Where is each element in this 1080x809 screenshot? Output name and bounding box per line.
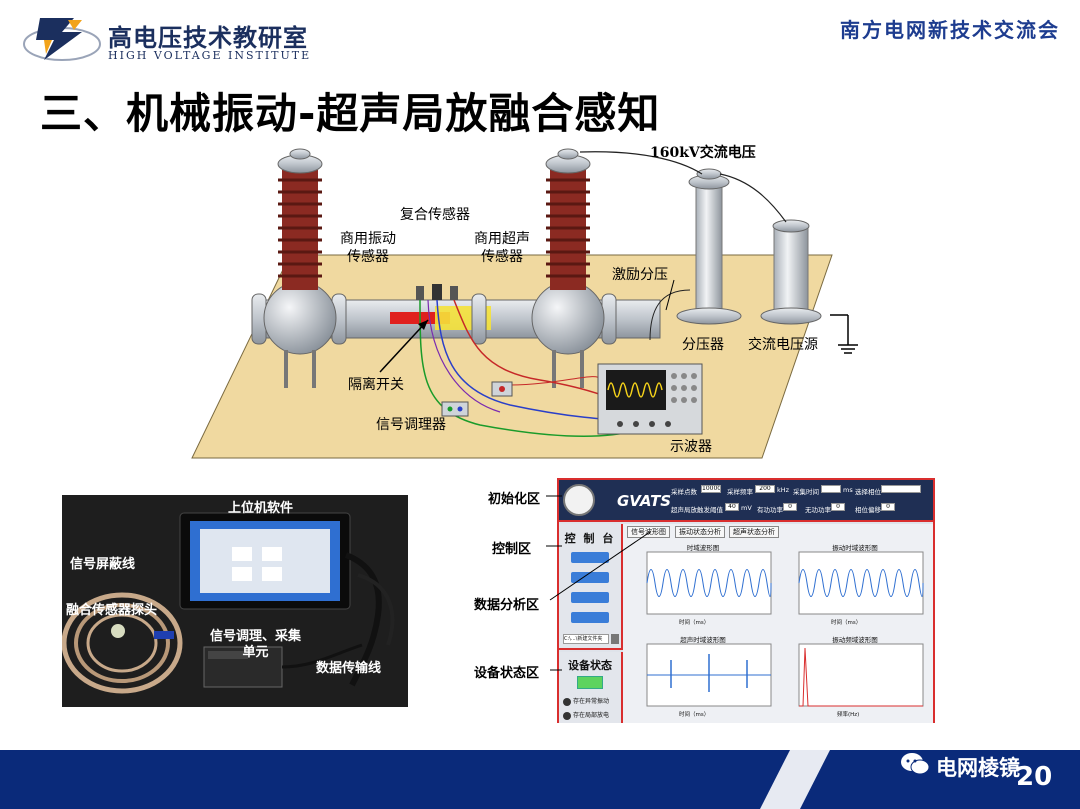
indicator-vibration: 存在异常振动: [563, 696, 609, 706]
plot-xlabel: 时间（ms）: [679, 620, 710, 626]
sample-rate-input[interactable]: 200: [755, 485, 775, 493]
status-led: [577, 676, 603, 689]
phase-label: 选择相位: [855, 488, 881, 496]
footer-band: [0, 750, 1080, 809]
sample-points-label: 采样点数: [671, 488, 697, 496]
status-area: 设备状态 存在异常振动 存在局部放电: [559, 652, 623, 723]
institute-logo: 高电压技术教研室 HIGH VOLTAGE INSTITUTE: [22, 8, 309, 70]
logo-chinese-text: 高电压技术教研室: [108, 24, 308, 52]
test-setup-diagram: 160kV交流电压 复合传感器 商用振动 传感器 商用超声 传感器 激励分压 隔…: [180, 140, 880, 470]
status-title: 设备状态: [568, 659, 612, 672]
plot-title: 振动时域波形图: [832, 544, 878, 552]
sample-rate-unit: kHz: [777, 486, 790, 494]
voltage-divider-label: 分压器: [682, 337, 724, 353]
oscilloscope-label: 示波器: [670, 439, 712, 455]
plot-time-domain: 时域波形图 时间（ms）: [629, 542, 777, 630]
spectrum-plot: [798, 643, 924, 707]
wechat-icon: [901, 753, 930, 775]
page-number: 20: [1016, 762, 1053, 792]
plot-vibration-time: 振动时域波形图 时间（ms）: [781, 542, 929, 630]
plot-xlabel: 频率(Hz): [837, 712, 860, 718]
sample-time-label: 采集时间: [793, 488, 819, 496]
tab-ultrasonic-analysis[interactable]: 超声状态分析: [729, 526, 779, 538]
control-area-label: 控制区: [492, 542, 532, 557]
composite-sensor-label: 复合传感器: [400, 207, 470, 223]
app-title: GVATS: [617, 492, 672, 510]
sample-points-input[interactable]: 10000: [701, 485, 721, 493]
institute-logo-icon: [23, 18, 101, 61]
ultrasonic-sensor-label: 商用超声 传感器: [474, 231, 530, 265]
plot-title: 超声时域波形图: [680, 636, 726, 644]
threshold-unit: mV: [741, 504, 752, 512]
wechat-account-name: 电网棱镜: [936, 756, 1020, 780]
phase-offset-input[interactable]: 0: [881, 503, 895, 511]
probe-label: 融合传感器探头: [66, 603, 158, 618]
save-button[interactable]: [571, 612, 609, 623]
host-software-label: 上位机软件: [228, 501, 294, 516]
conference-title: 南方电网新技术交流会: [840, 18, 1060, 42]
tab-vibration-analysis[interactable]: 振动状态分析: [675, 526, 725, 538]
voltage-label: 160kV交流电压: [650, 145, 756, 161]
shield-cable-label: 信号屏蔽线: [70, 557, 136, 572]
vibration-sensor-label: 商用振动 传感器: [340, 231, 396, 265]
control-area: 控 制 台 C:\...\新建文件夹: [559, 524, 623, 650]
data-cable-label: 数据传输线: [316, 661, 382, 676]
control-title: 控 制 台: [564, 532, 616, 545]
phase-select[interactable]: [881, 485, 921, 493]
hardware-photo: 上位机软件 信号屏蔽线 融合传感器探头 信号调理、采集 单元 数据传输线: [62, 495, 408, 707]
plot-xlabel: 时间（ms）: [831, 620, 862, 626]
indicator-light-icon: [563, 711, 571, 720]
indicator-light-icon: [563, 697, 571, 706]
plot-title: 振动频域波形图: [832, 636, 878, 644]
sine-wave-plot: [798, 551, 924, 615]
software-panel: 初始化区 控制区 数据分析区 设备状态区 GVATS 采样点数 10000 采样…: [470, 470, 940, 730]
start-button[interactable]: [571, 552, 609, 563]
folder-browse-icon[interactable]: [611, 634, 619, 644]
plot-title: 时域波形图: [686, 544, 720, 552]
indicator-discharge: 存在局部放电: [563, 710, 609, 720]
save-path-input[interactable]: C:\...\新建文件夹: [563, 634, 609, 644]
signal-conditioner-label: 信号调理器: [376, 417, 446, 433]
ac-source-label: 交流电压源: [748, 337, 818, 353]
hardware-photo-illustration: [62, 495, 408, 707]
isolating-switch-label: 隔离开关: [348, 377, 404, 393]
init-area-label: 初始化区: [488, 492, 541, 507]
reactive-power-label: 无功功率: [805, 506, 831, 514]
init-area: GVATS 采样点数 10000 采样频率 200 kHz 采集时间 ms 选择…: [559, 480, 933, 522]
status-area-label: 设备状态区: [474, 666, 540, 681]
reactive-power-input[interactable]: 0: [831, 503, 845, 511]
plot-vibration-frequency: 振动频域波形图 频率(Hz): [781, 634, 929, 722]
university-emblem-icon: [563, 484, 595, 516]
active-power-label: 有功功率: [757, 506, 783, 514]
threshold-label: 超声局放触发阈值: [671, 506, 723, 514]
sample-time-input[interactable]: [821, 485, 841, 493]
test-setup-illustration: [191, 148, 858, 459]
pulse-plot: [646, 643, 772, 707]
phase-offset-label: 相位偏移: [855, 506, 881, 514]
daq-unit-label: 信号调理、采集 单元: [210, 629, 302, 660]
plot-xlabel: 时间（ms）: [679, 712, 710, 718]
threshold-input[interactable]: 40: [725, 503, 739, 511]
excitation-divider-label: 激励分压: [612, 267, 668, 283]
sine-wave-plot: [646, 551, 772, 615]
active-power-input[interactable]: 0: [783, 503, 797, 511]
data-analysis-area: 信号波形图 振动状态分析 超声状态分析 时域波形图 时间（ms） 振动时域波形图…: [623, 524, 933, 723]
stop-button[interactable]: [571, 572, 609, 583]
tab-waveform[interactable]: 信号波形图: [627, 526, 670, 538]
read-button[interactable]: [571, 592, 609, 603]
slide-title: 三、机械振动-超声局放融合感知: [40, 89, 661, 138]
logo-english-text: HIGH VOLTAGE INSTITUTE: [108, 49, 312, 62]
analysis-area-label: 数据分析区: [474, 598, 540, 613]
sample-time-unit: ms: [843, 486, 853, 494]
plot-ultrasonic-time: 超声时域波形图 时间（ms）: [629, 634, 777, 722]
sample-rate-label: 采样频率: [727, 488, 753, 496]
gvats-window: GVATS 采样点数 10000 采样频率 200 kHz 采集时间 ms 选择…: [557, 478, 935, 723]
